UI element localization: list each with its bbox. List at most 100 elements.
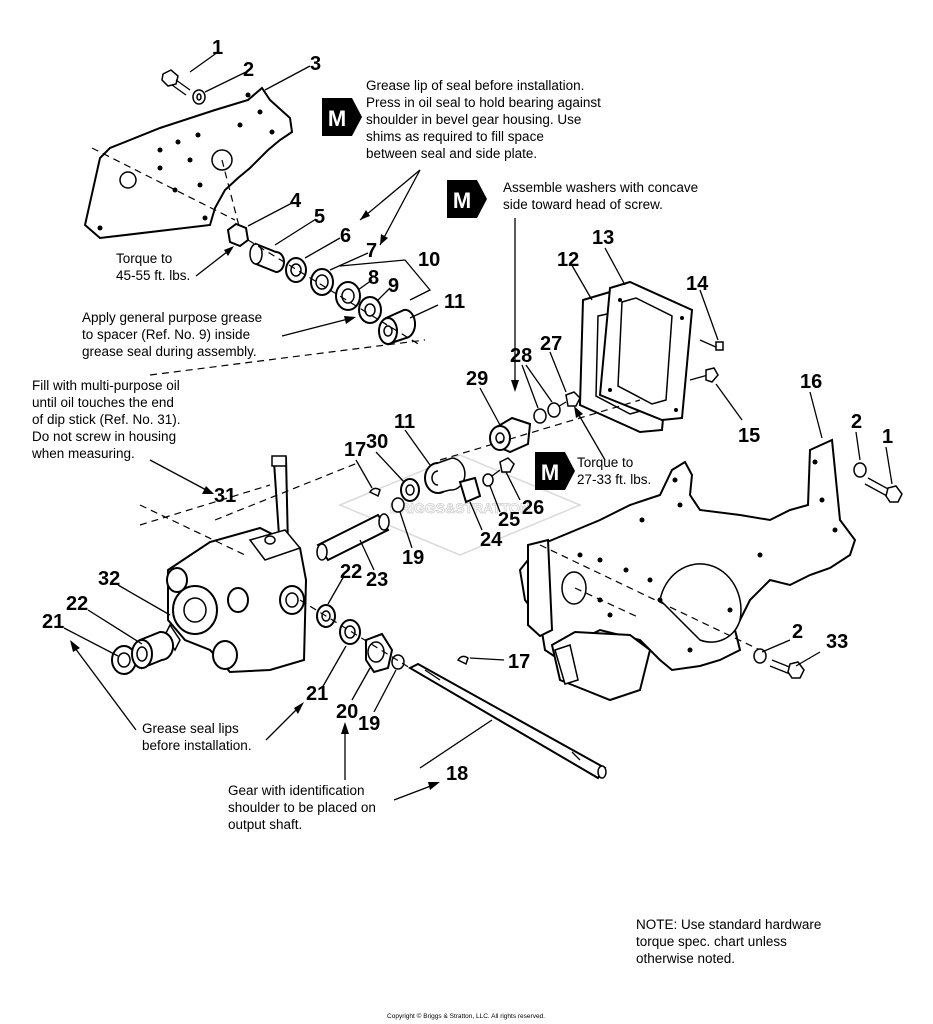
washer-30 — [400, 478, 420, 502]
callout-3: 3 — [310, 53, 321, 75]
callout-1: 1 — [212, 37, 223, 59]
output-shaft-18 — [407, 662, 607, 780]
note-line: when measuring. — [31, 446, 135, 461]
note-line: Grease lip of seal before installation. — [366, 78, 584, 93]
m-badge-letter: M — [328, 106, 346, 131]
callout-22: 22 — [340, 561, 362, 583]
callout-20: 20 — [336, 701, 358, 723]
callout-14: 14 — [686, 273, 709, 295]
callout-2: 2 — [243, 59, 254, 81]
ring-19-upper — [391, 497, 405, 513]
washer-2-lower — [753, 648, 767, 664]
watermark-text: BRIGGS&STRATTON — [390, 500, 530, 516]
callout-30: 30 — [366, 431, 388, 453]
note-line: shoulder to be placed on — [228, 800, 376, 815]
note-line: otherwise noted. — [636, 951, 735, 966]
bearing-22-left — [131, 630, 175, 670]
note-line: Gear with identification — [228, 783, 365, 798]
callout-17: 17 — [508, 651, 530, 673]
callout-2: 2 — [792, 621, 803, 643]
note-grease-seal-lips: Grease seal lips before installation. — [142, 721, 252, 753]
callout-19: 19 — [402, 547, 424, 569]
note-line: Press in oil seal to hold bearing agains… — [366, 95, 601, 110]
seal-7 — [310, 268, 334, 296]
note-line: 45-55 ft. lbs. — [116, 268, 190, 283]
note-line: Grease seal lips — [142, 721, 239, 736]
callout-13: 13 — [592, 227, 614, 249]
washer-6 — [285, 257, 307, 283]
callout-21: 21 — [42, 611, 64, 633]
copyright-text: Copyright © Briggs & Stratton, LLC. All … — [387, 1012, 545, 1020]
watermark-logo: BRIGGS&STRATTON — [338, 454, 582, 556]
callout-10: 10 — [418, 249, 440, 271]
callout-16: 16 — [800, 371, 822, 393]
note-line: output shaft. — [228, 817, 302, 832]
callout-4: 4 — [290, 190, 302, 212]
screw-15 — [689, 367, 719, 383]
gear-20 — [365, 632, 394, 674]
callout-26: 26 — [522, 497, 544, 519]
note-line: shoulder in bevel gear housing. Use — [366, 112, 581, 127]
callout-27: 27 — [540, 333, 562, 355]
seal-21-left — [111, 645, 137, 675]
callout-17: 17 — [344, 439, 366, 461]
callout-24: 24 — [480, 529, 503, 551]
note-line: Fill with multi-purpose oil — [32, 378, 180, 393]
note-line: NOTE: Use standard hardware — [636, 917, 821, 932]
m-badge-top: M — [322, 98, 362, 136]
callout-7: 7 — [366, 240, 377, 262]
callout-32: 32 — [98, 568, 120, 590]
note-line: 27-33 ft. lbs. — [577, 472, 651, 487]
callout-33: 33 — [826, 631, 848, 653]
note-torque-45: Torque to 45-55 ft. lbs. — [116, 251, 190, 283]
ring-19-lower — [391, 654, 405, 670]
note-line: to spacer (Ref. No. 9) inside — [82, 327, 250, 342]
callout-23: 23 — [366, 569, 388, 591]
callout-6: 6 — [340, 225, 351, 247]
note-gear-identification: Gear with identification shoulder to be … — [228, 783, 376, 832]
nut-4 — [226, 222, 250, 248]
leader-lines — [63, 51, 893, 801]
note-line: Torque to — [577, 455, 633, 470]
note-torque-27: Torque to 27-33 ft. lbs. — [577, 455, 651, 487]
callout-1: 1 — [882, 426, 893, 448]
note-line: between seal and side plate. — [366, 146, 537, 161]
callout-12: 12 — [557, 249, 579, 271]
washer-25 — [482, 473, 494, 487]
note-line: shims as required to fill space — [366, 129, 544, 144]
m-badge-torque: M — [535, 452, 575, 490]
note-grease-lip: Grease lip of seal before installation. … — [366, 78, 601, 161]
note-apply-grease: Apply general purpose grease to spacer (… — [82, 310, 262, 359]
seal-8 — [335, 281, 361, 311]
note-fill-oil: Fill with multi-purpose oil until oil to… — [31, 378, 181, 461]
callout-8: 8 — [368, 267, 379, 289]
note-line: Apply general purpose grease — [82, 310, 262, 325]
screw-1-top — [161, 69, 191, 96]
washer-2-top — [192, 89, 206, 105]
m-badge-washers: M — [447, 180, 487, 218]
note-line: Assemble washers with concave — [503, 180, 698, 195]
callout-19: 19 — [358, 713, 380, 735]
note-line: side toward head of screw. — [503, 197, 663, 212]
screw-26 — [491, 457, 515, 477]
callout-11: 11 — [444, 291, 465, 313]
callout-22: 22 — [66, 593, 88, 615]
note-line: Torque to — [116, 251, 172, 266]
callout-9: 9 — [388, 275, 399, 297]
note-line: torque spec. chart unless — [636, 934, 787, 949]
m-badge-letter: M — [541, 460, 559, 485]
callout-11: 11 — [394, 411, 415, 433]
screw-33 — [769, 659, 805, 679]
cover-13 — [598, 280, 694, 422]
screw-27 — [555, 391, 581, 409]
callout-18: 18 — [446, 763, 468, 785]
bearing-11-lower — [424, 457, 466, 494]
bearing-11-top — [378, 308, 417, 346]
washer-9 — [358, 296, 382, 324]
screw-14 — [699, 339, 724, 351]
note-assemble-washers: Assemble washers with concave side towar… — [503, 180, 698, 212]
block-24 — [458, 476, 482, 504]
callout-31: 31 — [214, 485, 236, 507]
note-line: before installation. — [142, 738, 252, 753]
